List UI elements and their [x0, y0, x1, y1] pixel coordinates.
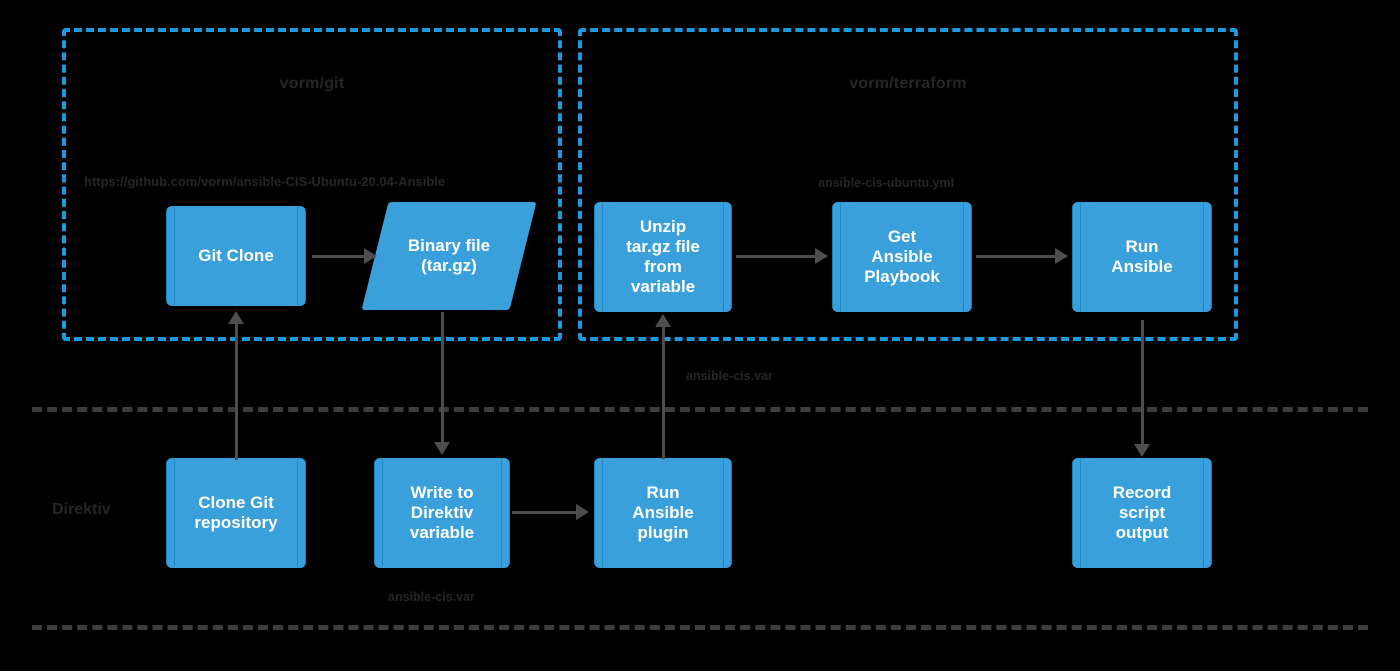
lane-label-direktiv: Direktiv: [52, 501, 111, 518]
node-run-ansible-plugin[interactable]: Run Ansible plugin: [594, 458, 732, 568]
connector-getplaybook-to-runansible: [976, 255, 1066, 258]
separator-line-lower: [32, 625, 1368, 630]
node-label: Git Clone: [198, 245, 274, 265]
node-clone-git-repository[interactable]: Clone Git repository: [166, 458, 306, 568]
node-label-line3: Playbook: [864, 267, 940, 287]
annotation-ansible-var-top: ansible-cis.var: [686, 369, 773, 383]
arrowhead-unzip: [655, 314, 671, 327]
node-label: Run Ansible: [1111, 237, 1172, 277]
arrowhead-runplugin: [576, 504, 589, 520]
node-run-ansible[interactable]: Run Ansible: [1072, 202, 1212, 312]
arrowhead-getplaybook: [815, 248, 828, 264]
node-label: Record script output: [1113, 483, 1172, 543]
node-label-line3: output: [1115, 523, 1169, 543]
connector-writevar-to-runplugin: [512, 511, 584, 514]
node-label-line4: variable: [630, 277, 696, 297]
node-label-line3: plugin: [637, 523, 689, 543]
node-label-line1: Run: [646, 482, 680, 502]
connector-runansible-to-recordoutput: [1141, 320, 1144, 450]
node-label-line1: Run: [1125, 236, 1159, 256]
group-box-terraform: [578, 28, 1238, 341]
node-label-line2: tar.gz file: [626, 236, 700, 256]
node-label: Run Ansible plugin: [632, 483, 693, 543]
node-label-line3: variable: [409, 523, 475, 543]
node-label-line2: Ansible: [632, 502, 694, 522]
node-binary-file[interactable]: Binary file (tar.gz): [361, 202, 537, 310]
node-label: Binary file (tar.gz): [408, 236, 490, 276]
node-label-line2: Direktiv: [410, 502, 474, 522]
arrowhead-writevar: [434, 442, 450, 455]
node-label-line1: Write to: [410, 482, 474, 502]
node-label-line2: repository: [194, 513, 278, 532]
node-label-line1: Unzip: [639, 216, 687, 236]
node-label-line1: Clone Git: [198, 492, 274, 512]
group-box-git: [62, 28, 562, 341]
connector-binaryfile-to-writevar: [441, 312, 444, 446]
node-label: Get Ansible Playbook: [864, 227, 940, 287]
node-get-ansible-playbook[interactable]: Get Ansible Playbook: [832, 202, 972, 312]
node-label-line2: script: [1118, 502, 1166, 522]
separator-line-upper: [32, 407, 1368, 412]
node-label-line1: Binary file: [407, 235, 491, 255]
node-label-line2: (tar.gz): [421, 256, 477, 275]
node-label: Unzip tar.gz file from variable: [626, 217, 700, 297]
node-label-line1: Get: [887, 226, 917, 246]
node-label: Write to Direktiv variable: [410, 483, 474, 543]
annotation-playbook-file: ansible-cis-ubuntu.yml: [818, 176, 955, 190]
node-git-clone[interactable]: Git Clone: [166, 206, 306, 306]
arrowhead-binaryfile: [364, 248, 377, 264]
arrowhead-gitclone: [228, 311, 244, 324]
group-title-git: vorm/git: [279, 75, 345, 92]
connector-unzip-to-getplaybook: [736, 255, 826, 258]
connector-gitclone-to-binaryfile: [312, 255, 370, 258]
connector-clonegitrepo-to-gitclone: [235, 322, 238, 460]
arrowhead-runansible: [1055, 248, 1068, 264]
node-label: Clone Git repository: [194, 493, 277, 533]
group-title-terraform: vorm/terraform: [849, 75, 967, 92]
annotation-ansible-var-bottom: ansible-cis.var: [388, 590, 475, 604]
node-unzip-targz[interactable]: Unzip tar.gz file from variable: [594, 202, 732, 312]
node-label-line1: Record: [1112, 482, 1172, 502]
node-label-line3: from: [644, 257, 682, 276]
arrowhead-recordoutput: [1134, 444, 1150, 457]
node-label-line2: Ansible: [871, 246, 933, 266]
connector-runplugin-to-unzip: [662, 325, 665, 459]
annotation-repo-url: https://github.com/vorm/ansible-CIS-Ubun…: [84, 174, 446, 189]
node-label-line2: Ansible: [1111, 257, 1173, 276]
node-write-to-direktiv-variable[interactable]: Write to Direktiv variable: [374, 458, 510, 568]
node-record-script-output[interactable]: Record script output: [1072, 458, 1212, 568]
